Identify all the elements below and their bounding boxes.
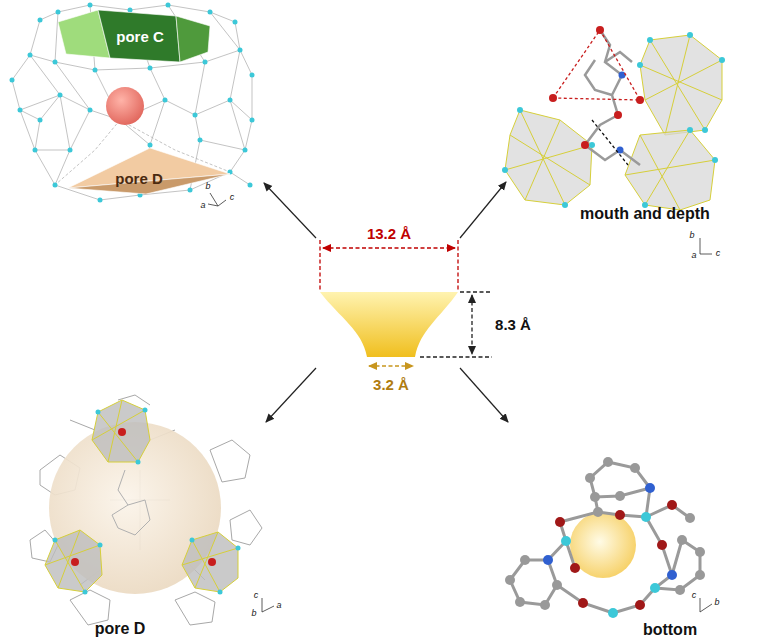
depth-line <box>592 120 628 165</box>
cage-atoms <box>10 3 255 203</box>
pore-ligand <box>112 470 150 535</box>
axis-label: a <box>691 251 696 261</box>
pore-polyhedra <box>45 400 238 592</box>
panel-caption: bottom <box>643 621 697 639</box>
guest-sphere <box>106 87 144 125</box>
pore-atoms <box>53 408 241 595</box>
axis-label: c <box>716 249 721 259</box>
axis-label: c <box>254 591 259 601</box>
panel-caption: pore D <box>95 620 146 638</box>
dimension-label: 8.3 Å <box>495 317 531 334</box>
axis-label: b <box>689 231 694 241</box>
dimension-label: 3.2 Å <box>373 377 409 394</box>
axis-label: a <box>200 201 205 211</box>
axis-label: a <box>276 601 281 611</box>
mouth-ligand <box>585 30 640 165</box>
axis-label: b <box>251 609 256 619</box>
axis-label: b <box>714 598 719 608</box>
mouth-outline <box>553 30 640 100</box>
pore-label: pore D <box>115 170 163 187</box>
ring-atoms <box>505 457 705 618</box>
funnel-shape <box>320 292 458 357</box>
axis-label: c <box>230 193 235 203</box>
pointer-arrows <box>264 182 508 422</box>
framework-wires <box>30 395 262 625</box>
pore-label: pore C <box>116 28 164 45</box>
bottom-aperture <box>570 512 636 578</box>
mouth-atoms <box>502 26 725 208</box>
cage-network <box>12 5 252 200</box>
polyhedra <box>505 35 722 210</box>
pore-polyhedron: pore C <box>58 8 210 64</box>
dimension-label: 13.2 Å <box>367 226 411 243</box>
ring-bonds <box>510 462 700 613</box>
panel-caption: mouth and depth <box>580 205 710 223</box>
axis-icon <box>208 193 712 612</box>
dimension-lines <box>320 240 492 366</box>
axis-label: b <box>205 182 210 192</box>
axis-label: c <box>692 591 697 601</box>
